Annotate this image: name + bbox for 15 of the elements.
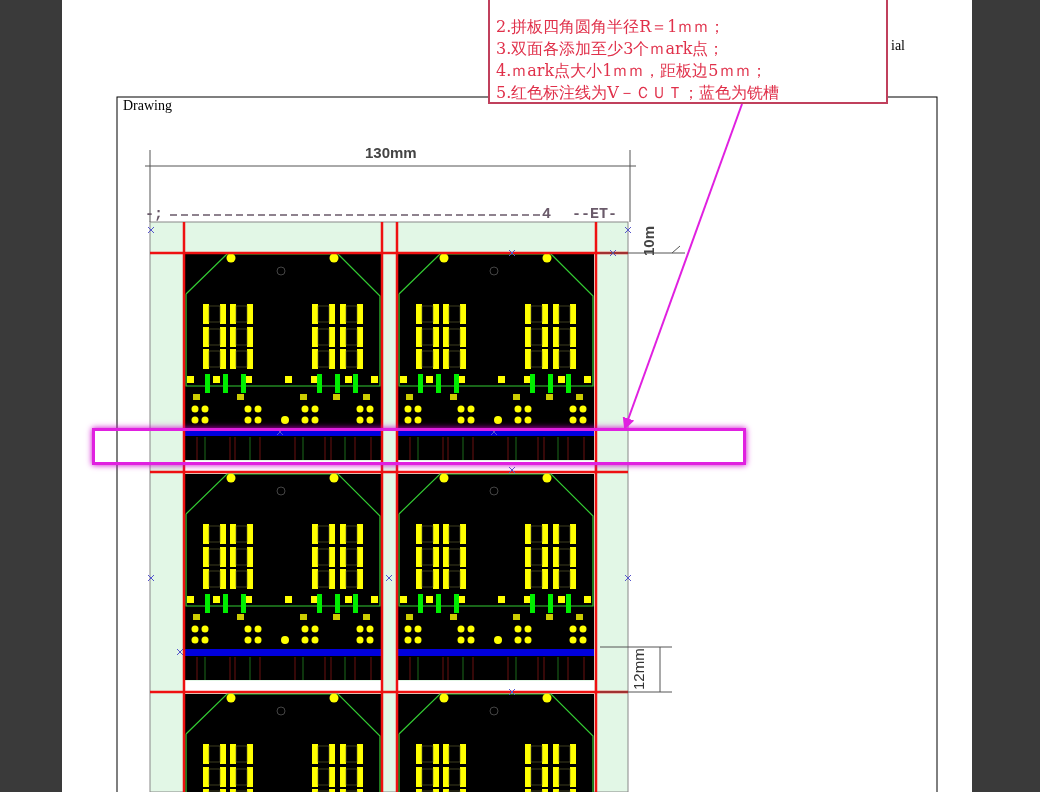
section-heading: Drawing — [123, 98, 172, 114]
highlight-box — [92, 428, 746, 465]
note-text: 5.红色标注线为V－ＣＵＴ；蓝色为铣槽 — [496, 82, 780, 104]
dimension-text: 10m — [640, 225, 657, 256]
dimension-text: 12mm — [630, 648, 647, 690]
note-text: 2.拼板四角圆角半径R＝1ｍｍ； — [496, 16, 727, 38]
dimension-text: 130mm — [365, 144, 417, 161]
layer-text: 4 — [542, 206, 551, 223]
layer-text: -; — [145, 206, 163, 223]
layer-text: --ET- — [572, 206, 617, 223]
arrow — [622, 103, 743, 430]
note-text: 3.双面各添加至少3个ｍark点； — [496, 38, 726, 60]
note-text: 4.ｍark点大小1ｍｍ，距板边5ｍｍ； — [496, 60, 768, 82]
note-box — [488, 0, 888, 104]
page-title-fragment: ial — [891, 38, 905, 54]
